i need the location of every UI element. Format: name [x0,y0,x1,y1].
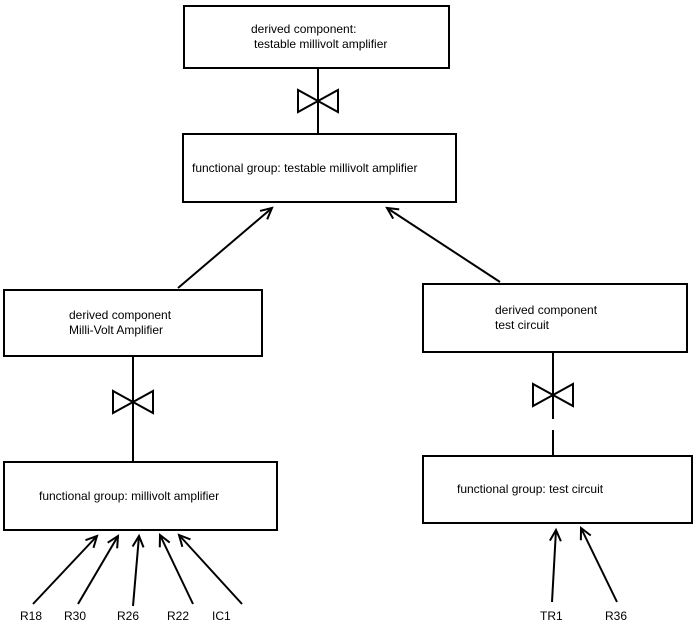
box-text-line: derived component [495,303,598,317]
arrow-r22 [158,532,194,605]
box-text-line: derived component: [251,22,357,36]
arrow-derived-test-to-fg-testable [385,206,501,283]
arrow-r36 [579,525,618,603]
bowtie-icon-top [297,88,339,114]
box-text-line: Milli-Volt Amplifier [69,323,164,337]
box-text-line: functional group: millivolt amplifier [39,488,220,503]
arrow-ic1 [177,533,243,605]
box-text-line: test circuit [495,318,550,332]
box-functional-group-test-circuit: functional group: test circuit [422,455,693,524]
component-label-tr1: TR1 [540,609,563,623]
box-text-line: testable millivolt amplifier [254,37,388,51]
bowtie-icon-right [532,382,574,408]
component-label-r26: R26 [117,609,140,623]
arrow-derived-mva-to-fg-testable [177,206,274,289]
component-label-r36: R36 [605,609,628,623]
box-derived-component-test-circuit: derived component test circuit [422,283,688,353]
component-label-r18: R18 [20,609,43,623]
box-functional-group-testable-millivolt-amplifier: functional group: testable millivolt amp… [182,133,457,203]
box-text-line: functional group: testable millivolt amp… [192,160,418,175]
box-text-line: derived component [69,308,172,322]
box-functional-group-millivolt-amplifier: functional group: millivolt amplifier [3,461,278,531]
bowtie-icon-left [112,389,154,415]
arrow-r30 [77,534,120,605]
component-label-r30: R30 [64,609,87,623]
box-derived-component-testable-millivolt-amplifier: derived component: testable millivolt am… [183,5,450,69]
box-text-line: functional group: test circuit [457,482,604,496]
component-label-r22: R22 [167,609,190,623]
arrow-r18 [32,534,99,605]
box-derived-component-milli-volt-amplifier: derived component Milli-Volt Amplifier [3,289,263,357]
component-label-ic1: IC1 [212,609,231,623]
arrow-r26 [131,533,145,607]
arrow-tr1 [549,527,562,603]
